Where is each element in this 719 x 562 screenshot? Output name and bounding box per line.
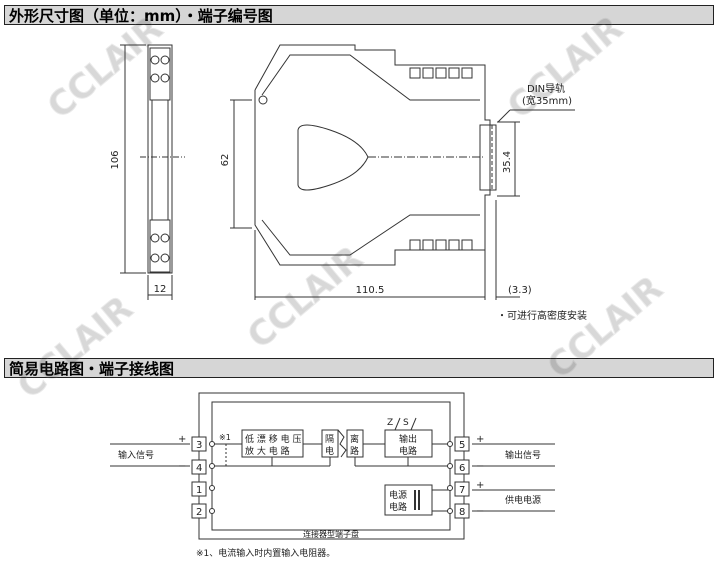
dim-rail-height: 35.4 (502, 151, 513, 173)
section-header-circuit: 简易电路图・端子接线图 (4, 358, 714, 378)
terminal-8: 8 (459, 507, 465, 518)
front-view (230, 44, 575, 300)
iso-b2: 路 (350, 445, 359, 457)
zero-adjust: Z (387, 418, 393, 428)
section-header-dimensions: 外形尺寸图（单位：mm）・端子编号图 (4, 5, 714, 25)
output-circuit-line1: 输出 (399, 433, 417, 445)
board-label: 连接器型端子盘 (303, 529, 359, 539)
watermark-text: CCLAIR (10, 288, 140, 407)
note-mark: ※1 (219, 433, 231, 442)
dim-height: 106 (110, 150, 121, 169)
amp-line1: 低 漂 移 电 压 (245, 433, 301, 445)
terminal-4: 4 (196, 463, 202, 474)
circuit-diagram (110, 392, 555, 540)
iso-b1: 离 (350, 433, 359, 445)
output-circuit-line2: 电路 (399, 445, 417, 457)
watermark-text: CCLAIR (500, 8, 630, 127)
terminal-2: 2 (196, 507, 202, 518)
din-rail-label: DIN导轨 (527, 82, 565, 95)
watermark-text: CCLAIR (40, 8, 170, 127)
power-minus: − (476, 506, 484, 517)
dim-length: 110.5 (356, 285, 385, 296)
output-plus: + (476, 434, 484, 445)
terminal-3: 3 (196, 440, 202, 451)
watermark-text: CCLAIR (540, 268, 670, 387)
footnote: ※1、电流输入时内置输入电阻器。 (196, 547, 335, 559)
iso-a1: 隔 (325, 434, 334, 445)
amp-line2: 放 大 电 路 (245, 445, 290, 457)
terminal-5: 5 (459, 440, 465, 451)
output-signal-label: 输出信号 (505, 449, 541, 461)
power-plus: + (476, 480, 484, 491)
mounting-note: ・可进行高密度安装 (497, 309, 587, 322)
output-minus: − (476, 461, 484, 472)
span-adjust: S (403, 418, 409, 428)
terminal-6: 6 (459, 463, 465, 474)
power-circuit-line1: 电源 (389, 489, 407, 501)
input-plus: + (178, 434, 186, 445)
power-circuit-line2: 电路 (389, 501, 407, 513)
dim-inner-height: 62 (220, 154, 231, 167)
iso-a2: 电 (325, 445, 334, 457)
side-view (120, 44, 185, 300)
input-signal-label: 输入信号 (118, 449, 154, 461)
input-minus: − (178, 461, 186, 472)
din-rail-width: (宽35mm) (522, 94, 572, 107)
watermark: CCLAIR CCLAIR CCLAIR CCLAIR CCLAIR (10, 8, 671, 408)
terminal-7: 7 (459, 485, 465, 496)
terminal-1: 1 (196, 485, 202, 496)
power-supply-label: 供电电源 (505, 494, 541, 506)
dim-width: 12 (154, 284, 167, 295)
dim-offset: (3.3) (508, 285, 532, 296)
watermark-text: CCLAIR (240, 238, 370, 357)
